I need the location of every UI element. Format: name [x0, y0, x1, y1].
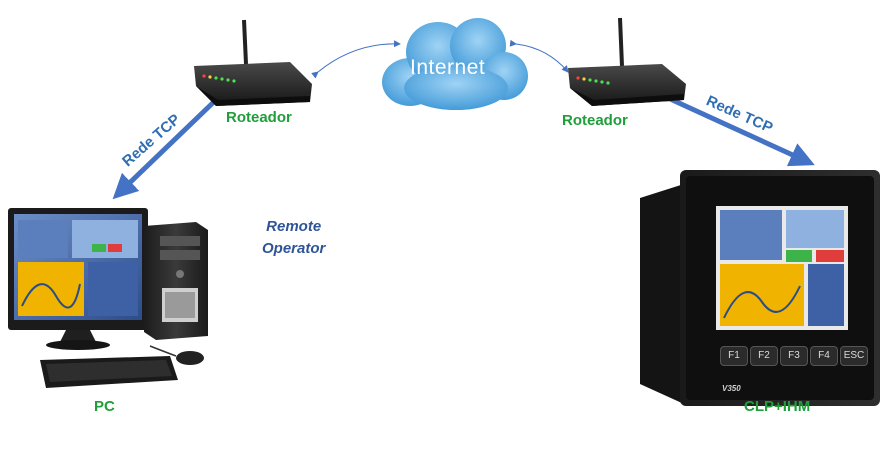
remote-operator-line1: Remote [266, 218, 322, 235]
tcp-arrow-right [646, 79, 815, 167]
router-left-label: Roteador [226, 109, 292, 126]
plc-hmi-icon [640, 170, 880, 406]
plc-label: CLP+IHM [744, 398, 811, 415]
function-key-f1[interactable]: F1 [720, 346, 748, 366]
function-key-esc[interactable]: ESC [840, 346, 868, 366]
router-right-label: Roteador [562, 112, 628, 129]
plc-model-label: V350 [722, 384, 741, 393]
cloud-icon [382, 18, 528, 110]
router-icon [568, 17, 686, 106]
link-router-left-cloud [311, 40, 401, 79]
function-key-f3[interactable]: F3 [780, 346, 808, 366]
mouse-icon [149, 345, 204, 365]
link-cloud-router-right [509, 39, 569, 73]
function-key-f2[interactable]: F2 [750, 346, 778, 366]
remote-operator-line2: Operator [262, 240, 326, 257]
cloud-label: Internet [410, 56, 486, 79]
tcp-arrow-left [112, 74, 242, 200]
remote-operator-label: Remote Operator [262, 216, 325, 260]
router-icon [194, 19, 312, 106]
pc-label: PC [94, 398, 115, 415]
desktop-pc-icon [8, 208, 208, 350]
function-key-f4[interactable]: F4 [810, 346, 838, 366]
keyboard-icon [40, 356, 178, 388]
